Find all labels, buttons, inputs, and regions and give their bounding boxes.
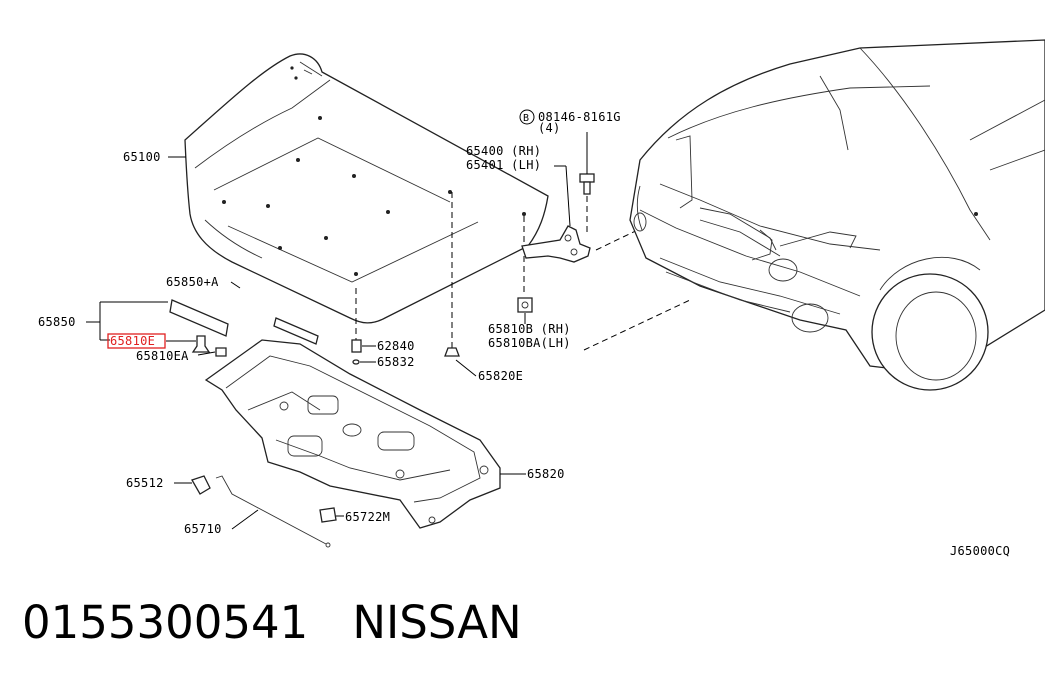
caption: 0155300541 NISSAN: [22, 596, 566, 649]
bumper-rubber: [351, 339, 362, 365]
seal-strip: [169, 299, 319, 345]
label-clip-highlighted: 65810E: [110, 334, 155, 348]
grommet: [191, 475, 211, 495]
insulator-clip: [444, 347, 460, 357]
hood-stopper: [517, 297, 533, 313]
label-rod: 65710: [184, 522, 222, 536]
bolt-symbol-circle: [519, 109, 535, 125]
hood-panel: [184, 53, 549, 324]
rod-clip: [319, 507, 337, 523]
label-hinge-rh: 65400 (RH): [466, 144, 541, 158]
label-bolt-spec: 08146-8161G: [538, 110, 621, 124]
label-stopper-rh: 65810B (RH): [488, 322, 571, 336]
vehicle-front-view: [629, 39, 1045, 391]
label-bumper-rubber: 62840: [377, 339, 415, 353]
hood-insulator: [204, 339, 501, 529]
label-hinge-lh: 65401 (LH): [466, 158, 541, 172]
label-diagram-code: J65000CQ: [950, 544, 1010, 558]
label-rod-clip: 65722M: [345, 510, 390, 524]
label-seal: 65850: [38, 315, 76, 329]
hood-hinge: [521, 225, 591, 263]
part-number: 0155300541: [22, 596, 309, 649]
label-insulator-clip: 65820E: [478, 369, 523, 383]
label-bolt-symbol: B: [523, 113, 529, 124]
brand-name: NISSAN: [352, 596, 522, 649]
hood-support-rod: [215, 475, 331, 548]
label-clip-ea: 65810EA: [136, 349, 189, 363]
label-bolt-qty: (4): [538, 121, 561, 135]
label-seal-a: 65850+A: [166, 275, 219, 289]
label-grommet: 65512: [126, 476, 164, 490]
hinge-bolt: [579, 173, 595, 195]
hood-clip: [191, 335, 227, 357]
label-hood: 65100: [123, 150, 161, 164]
label-washer: 65832: [377, 355, 415, 369]
highlight-box: [107, 333, 166, 349]
label-stopper-lh: 65810BA(LH): [488, 336, 571, 350]
label-insulator: 65820: [527, 467, 565, 481]
